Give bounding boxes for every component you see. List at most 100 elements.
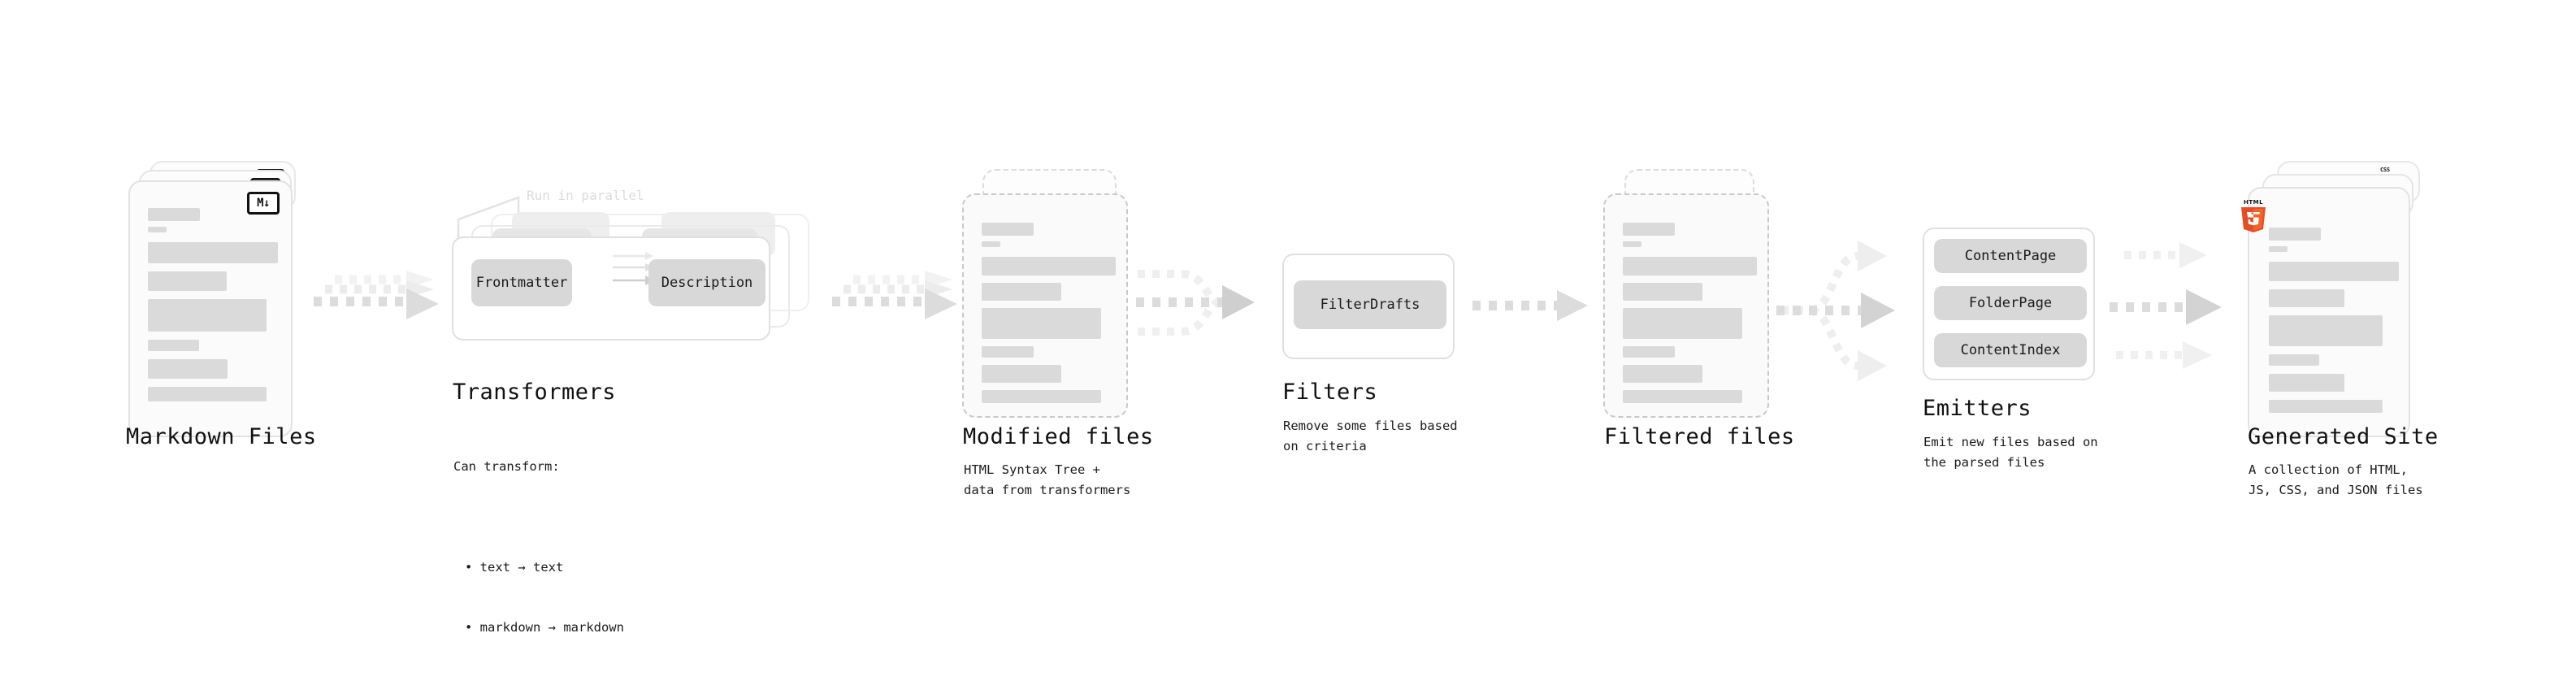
- doc-line: [1623, 241, 1641, 247]
- doc-line: [1623, 346, 1675, 358]
- html5-icon: HTML: [2238, 197, 2269, 234]
- transformers-subtitle: Can transform: text → text markdown → ma…: [453, 416, 624, 681]
- transformers-bullet-text: text → text: [465, 557, 624, 578]
- doc-line: [1623, 390, 1742, 403]
- doc-line: [982, 365, 1061, 383]
- doc-line: [982, 346, 1034, 358]
- doc-line: [1623, 308, 1742, 339]
- transformers-bullet-markdown: markdown → markdown: [465, 618, 624, 638]
- filtered-files-title: Filtered files: [1604, 424, 1795, 449]
- stage-filtered-files: [1603, 169, 1774, 437]
- markdown-doc-stack: M↓ M↓ M↓: [128, 161, 299, 437]
- connector-filters-to-filtered: [1469, 284, 1599, 333]
- doc-line: [2269, 374, 2344, 392]
- doc-line: [982, 390, 1101, 403]
- pill-contentindex[interactable]: ContentIndex: [1934, 333, 2087, 367]
- doc-line: [148, 242, 278, 263]
- html5-shield-icon: HTML: [2241, 199, 2266, 232]
- doc-line: [148, 227, 167, 232]
- doc-line: [1623, 283, 1702, 301]
- markdown-files-title: Markdown Files: [126, 424, 317, 449]
- generated-doc-front: HTML: [2241, 187, 2410, 437]
- stage-transformers: Run in parallel Frontmat: [452, 188, 834, 384]
- modified-doc-front: [962, 193, 1128, 418]
- pill-folderpage-label: FolderPage: [1968, 295, 2053, 311]
- doc-line: [2269, 400, 2383, 413]
- doc-line: [148, 299, 267, 332]
- doc-line: [1623, 257, 1757, 275]
- filtered-doc-front: [1603, 193, 1769, 418]
- transformers-can-transform: Can transform:: [453, 458, 560, 474]
- emitters-subtitle: Emit new files based on the parsed files: [1923, 435, 2098, 470]
- doc-line: [2269, 354, 2319, 366]
- connector-filtered-to-emitters: [1776, 221, 1923, 400]
- filters-group-box: FilterDrafts: [1282, 254, 1455, 359]
- doc-content-lines: [1623, 223, 1757, 409]
- doc-line: [1623, 223, 1675, 236]
- transformers-title: Transformers: [453, 380, 617, 405]
- single-arrow: [1472, 290, 1588, 321]
- modified-doc-stack: [962, 169, 1133, 437]
- pill-frontmatter-label: Frontmatter: [475, 275, 568, 291]
- doc-line: [148, 359, 228, 379]
- doc-content-lines: [982, 223, 1116, 409]
- markdown-doc-front: M↓: [128, 180, 293, 437]
- run-in-parallel-leader: [457, 196, 520, 246]
- stage-modified-files: [962, 169, 1133, 437]
- pill-contentindex-label: ContentIndex: [1960, 342, 2061, 358]
- doc-line: [982, 283, 1061, 301]
- pill-filterdrafts-label: FilterDrafts: [1320, 297, 1420, 313]
- doc-line: [982, 308, 1101, 339]
- doc-content-lines: [2269, 228, 2399, 419]
- generated-doc-stack: CSS HTML: [2241, 161, 2422, 437]
- connector-transformers-to-modified: [829, 268, 967, 333]
- stage-generated-site: CSS HTML: [2241, 161, 2422, 437]
- doc-line: [2269, 315, 2383, 346]
- pill-description[interactable]: Description: [648, 259, 765, 306]
- doc-line: [1623, 365, 1702, 383]
- modified-files-title: Modified files: [963, 424, 1154, 449]
- doc-content-lines: [148, 208, 278, 407]
- doc-line: [148, 340, 199, 351]
- svg-text:HTML: HTML: [2244, 199, 2263, 206]
- generated-site-title: Generated Site: [2248, 424, 2439, 449]
- fan-out-arrow: [1776, 241, 1895, 381]
- stage-markdown-files: M↓ M↓ M↓: [128, 161, 299, 437]
- doc-line: [148, 387, 267, 401]
- triple-parallel-arrow: [2110, 242, 2222, 369]
- pill-filterdrafts[interactable]: FilterDrafts: [1294, 280, 1446, 329]
- transformers-bullet-list: text → text markdown → markdown html → h…: [453, 517, 624, 681]
- pill-description-label: Description: [661, 275, 753, 291]
- doc-line: [2269, 289, 2344, 307]
- filters-subtitle: Remove some files based on criteria: [1283, 419, 1458, 453]
- markdown-icon-label: M↓: [257, 197, 270, 210]
- stage-filters: FilterDrafts: [1282, 254, 1455, 359]
- connector-emitters-to-site: [2108, 229, 2254, 392]
- pill-folderpage[interactable]: FolderPage: [1934, 286, 2087, 320]
- doc-line: [2269, 262, 2399, 281]
- filters-title: Filters: [1282, 380, 1378, 405]
- doc-line: [148, 271, 227, 291]
- doc-line: [982, 241, 1000, 247]
- connector-markdown-to-transformers: [310, 268, 449, 333]
- stage-emitters: ContentPage FolderPage ContentIndex: [1923, 228, 2095, 380]
- emitters-group-box: ContentPage FolderPage ContentIndex: [1923, 228, 2095, 380]
- doc-line: [982, 223, 1034, 236]
- pill-contentpage-label: ContentPage: [1964, 248, 2057, 264]
- doc-line: [2269, 228, 2321, 241]
- triple-parallel-arrow: [314, 271, 439, 319]
- pill-contentpage[interactable]: ContentPage: [1934, 239, 2087, 273]
- run-in-parallel-hint: Run in parallel: [527, 188, 644, 203]
- triple-parallel-arrow: [832, 271, 957, 319]
- doc-line: [148, 208, 200, 221]
- markdown-icon: M↓: [247, 192, 280, 215]
- css-icon-label: CSS: [2380, 167, 2390, 173]
- doc-line: [2269, 246, 2288, 252]
- merge-arrow: [1136, 270, 1255, 336]
- transformers-bullet-html: html → html: [465, 678, 624, 681]
- doc-line: [982, 257, 1116, 275]
- connector-modified-to-filters: [1131, 260, 1273, 349]
- pill-frontmatter[interactable]: Frontmatter: [471, 259, 572, 306]
- generated-site-subtitle: A collection of HTML, JS, CSS, and JSON …: [2249, 462, 2423, 497]
